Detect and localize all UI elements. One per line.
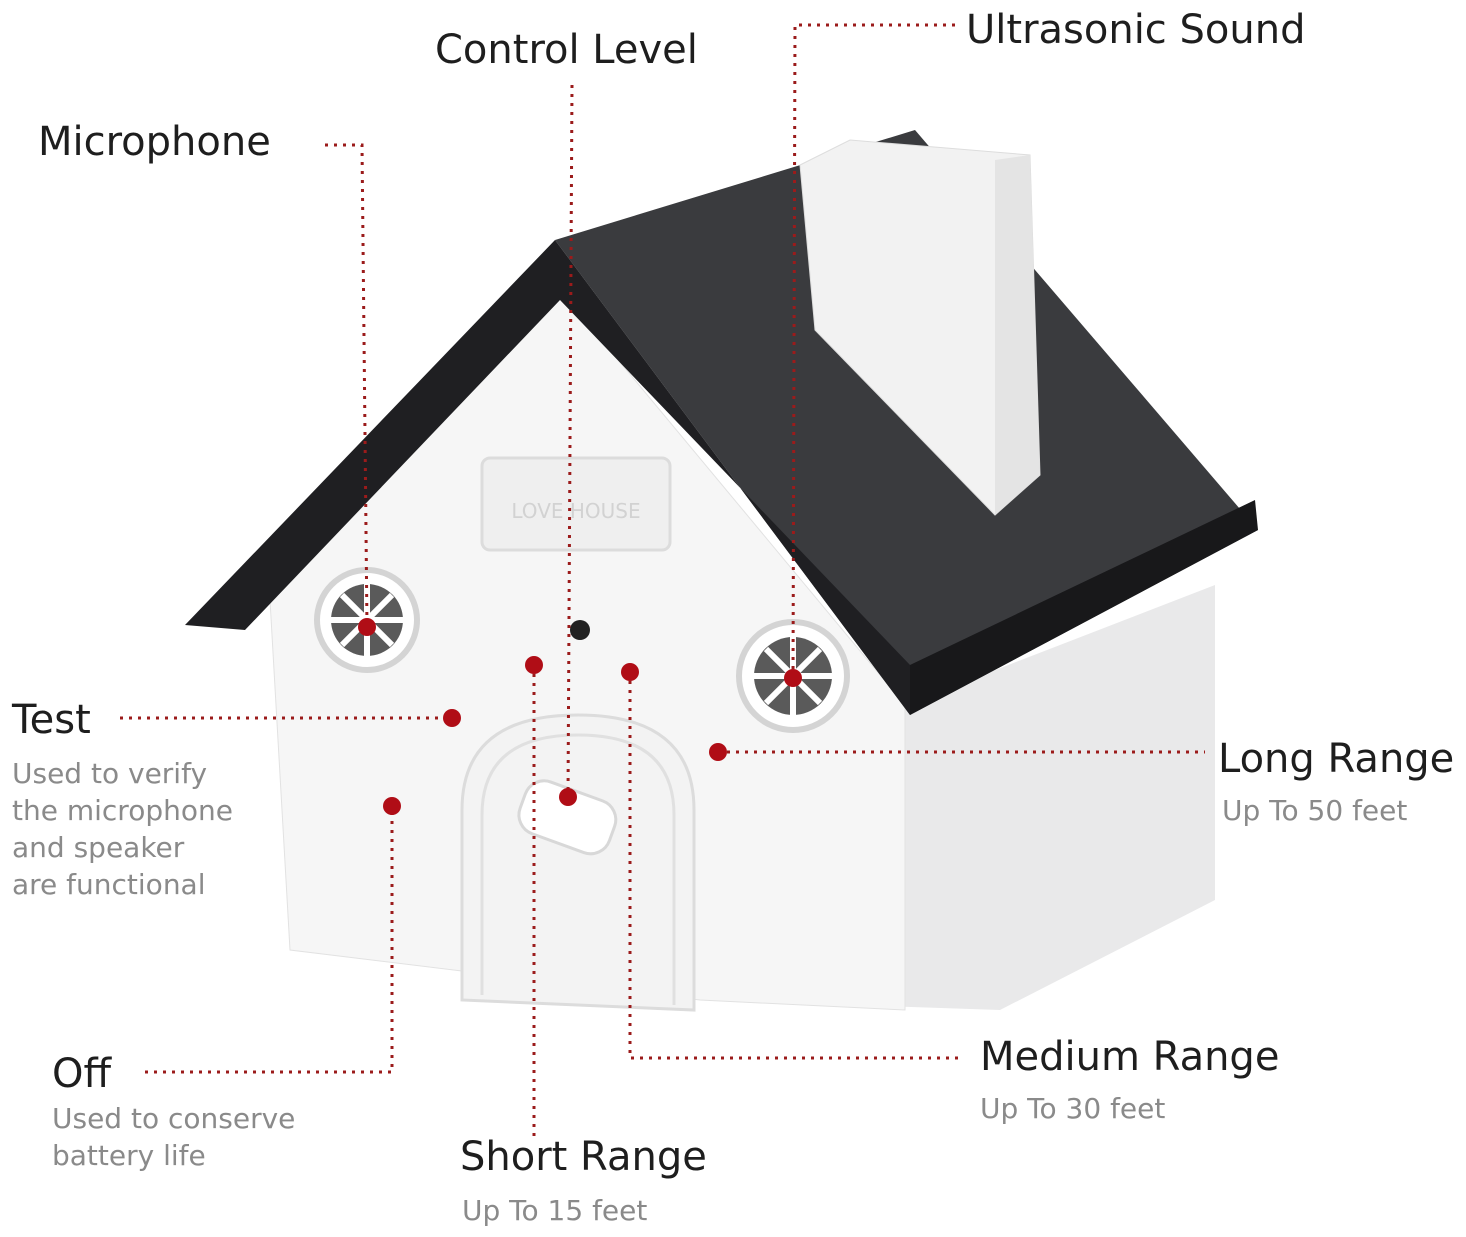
- off-dot: [383, 797, 401, 815]
- test-description: Used to verify the microphone and speake…: [12, 757, 233, 901]
- long-range-dot: [709, 743, 727, 761]
- medium-range-dot: [621, 663, 639, 681]
- indicator-light: [570, 620, 590, 640]
- off-leader: [145, 806, 394, 1074]
- love-house-plaque: [480, 456, 672, 552]
- short-range-label: Short Range: [460, 1134, 707, 1180]
- test-dot: [443, 709, 461, 727]
- ultrasonic-dot: [784, 669, 802, 687]
- off-label: Off: [52, 1051, 112, 1097]
- microphone-dot: [358, 618, 376, 636]
- ultrasonic-sound-label: Ultrasonic Sound: [966, 7, 1306, 53]
- callout-dots: [358, 618, 802, 815]
- door: [460, 713, 696, 1012]
- short-range-dot: [525, 656, 543, 674]
- control-dial[interactable]: [513, 775, 621, 859]
- ultrasonic-leader: [791, 23, 955, 679]
- microphone-leader: [325, 143, 369, 628]
- medium-range-label: Medium Range: [980, 1034, 1280, 1080]
- microphone-label: Microphone: [38, 119, 271, 165]
- test-label: Test: [12, 697, 91, 743]
- plaque-text: LOVE HOUSE: [511, 499, 640, 523]
- control-level-label: Control Level: [435, 27, 698, 73]
- medium-range-leader: [628, 672, 960, 1060]
- leader-lines: [120, 23, 1205, 1140]
- long-range-description: Up To 50 feet: [1222, 794, 1408, 827]
- control-level-dot: [559, 788, 577, 806]
- control-level-leader: [566, 84, 574, 798]
- short-range-description: Up To 15 feet: [462, 1194, 648, 1227]
- off-description: Used to conserve battery life: [52, 1102, 296, 1172]
- roof-edge: [185, 240, 910, 715]
- long-range-label: Long Range: [1218, 736, 1455, 782]
- medium-range-description: Up To 30 feet: [980, 1092, 1166, 1125]
